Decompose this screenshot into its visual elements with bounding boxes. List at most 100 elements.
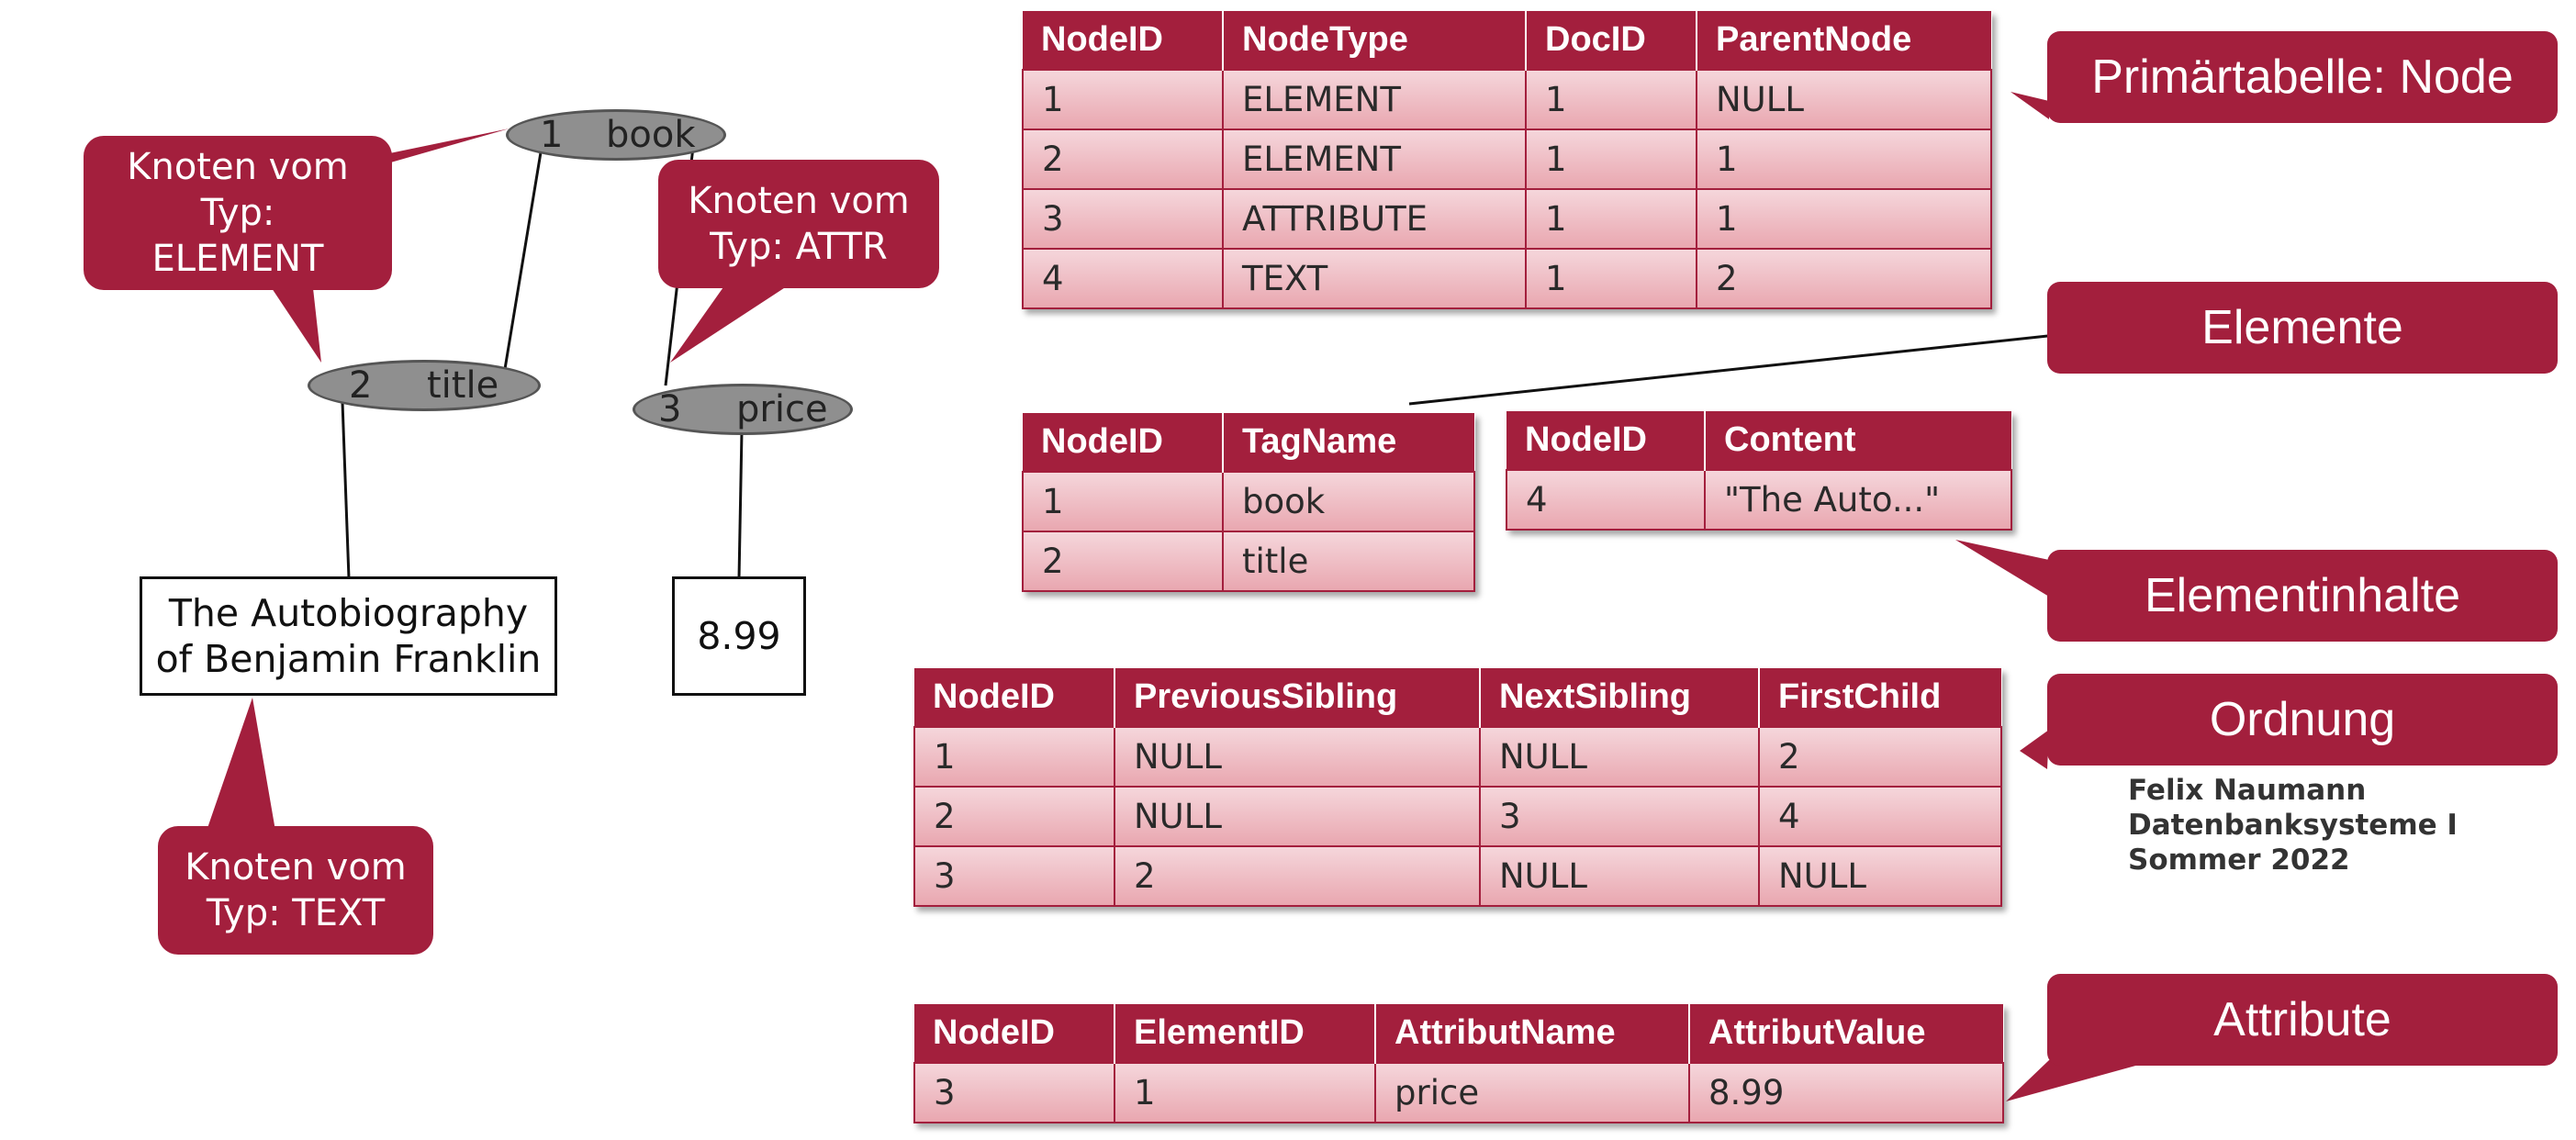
bubble-element-node: Knoten vom Typ: ELEMENT [84,136,392,290]
column-header: NodeID [914,668,1114,727]
table-header-row: NodeID ElementID AttributName AttributVa… [914,1004,2003,1063]
bubble-line: Typ: ATTR [710,226,888,268]
table-elementinhalte: NodeID Content 4 "The Auto..." [1506,411,2012,531]
bubble-tail-attr [670,285,790,363]
table-cell: 1 [1696,129,1992,190]
table-attribute: NodeID ElementID AttributName AttributVa… [913,1004,2004,1123]
table-cell: 1 [1525,248,1697,309]
table-cell: ELEMENT [1222,69,1527,130]
table-cell: 8.99 [1688,1062,2004,1123]
table-cell: 2 [1696,248,1992,309]
bubble-line: Typ: TEXT [206,892,386,934]
column-header: NodeID [1023,413,1223,472]
edge-book-title [503,146,543,370]
label-elemente: Elemente [2047,282,2558,374]
table-cell: 2 [1114,845,1481,907]
table-cell: 2 [1022,129,1224,190]
footer-course: Datenbanksysteme I [2128,809,2458,842]
footer-term: Sommer 2022 [2128,844,2350,877]
table-cell: NULL [1696,69,1992,130]
bubble-tail-text [207,698,275,831]
label-elementinhalte: Elementinhalte [2047,550,2558,642]
node-number: 3 [658,388,682,430]
bubble-line: Knoten vom [127,146,349,188]
node-label: price [736,388,828,430]
bubble-line: Typ: [200,192,275,234]
column-header: NodeType [1222,11,1526,70]
label-tail-inhalte [1955,540,2049,597]
table-cell: ELEMENT [1222,129,1527,190]
table-header-row: NodeID PreviousSibling NextSibling First… [914,668,2001,727]
edge-title-text [341,401,351,579]
footer-author: Felix Naumann [2128,774,2367,807]
table-cell: 1 [1696,188,1992,250]
node-label: book [606,114,696,156]
bubble-text-node: Knoten vom Typ: TEXT [158,826,433,955]
bubble-line: Knoten vom [688,180,910,222]
table-cell: 1 [1114,1062,1376,1123]
table-cell: 3 [913,845,1115,907]
value-leaf-box: 8.99 [672,576,806,696]
table-cell: 4 [1758,786,2002,847]
table-cell: NULL [1114,786,1481,847]
column-header: ElementID [1114,1004,1375,1063]
node-number: 1 [540,114,564,156]
table-cell: 4 [1506,469,1706,531]
table-cell: NULL [1479,726,1760,788]
table-cell: 3 [1022,188,1224,250]
column-header: DocID [1525,11,1697,70]
column-header: FirstChild [1758,668,2001,727]
table-cell: 3 [913,1062,1115,1123]
label-tail-node [2010,92,2049,119]
label-node-table: Primärtabelle: Node [2047,31,2558,123]
table-cell: 1 [913,726,1115,788]
table-elemente: NodeID TagName 1 book 2 title [1022,413,1475,592]
text-leaf-box: The Autobiography of Benjamin Franklin [140,576,557,696]
column-header: TagName [1222,413,1474,472]
value-leaf-text: 8.99 [697,614,781,658]
node-number: 2 [349,364,373,407]
table-row: 2 title [1022,531,1475,592]
column-header: AttributValue [1688,1004,2003,1063]
table-cell: 3 [1479,786,1760,847]
table-row: 1 NULL NULL 2 [913,726,2002,788]
table-node: NodeID NodeType DocID ParentNode 1 ELEME… [1022,11,1992,309]
table-header-row: NodeID NodeType DocID ParentNode [1023,11,1991,70]
column-header: NodeID [1023,11,1223,70]
label-attribute: Attribute [2047,974,2558,1066]
table-cell: NULL [1758,845,2002,907]
table-cell: 2 [913,786,1115,847]
label-ordnung: Ordnung [2047,674,2558,766]
table-cell: 1 [1525,188,1697,250]
table-cell: TEXT [1222,248,1527,309]
table-row: 1 book [1022,471,1475,532]
table-header-row: NodeID Content [1506,411,2011,470]
bubble-tail-element-lower [266,280,321,363]
pointer-elemente [1408,333,2057,406]
table-row: 3 2 NULL NULL [913,845,2002,907]
table-cell: 2 [1758,726,2002,788]
table-row: 3 1 price 8.99 [913,1062,2004,1123]
label-tail-attribute [2006,1060,2139,1101]
table-cell: NULL [1114,726,1481,788]
table-cell: 1 [1525,129,1697,190]
bubble-attr-node: Knoten vom Typ: ATTR [658,160,939,288]
table-row: 3 ATTRIBUTE 1 1 [1022,188,1992,250]
column-header: NodeID [914,1004,1114,1063]
column-header: PreviousSibling [1114,668,1480,727]
column-header: Content [1704,411,2011,470]
table-row: 2 ELEMENT 1 1 [1022,129,1992,190]
table-row: 1 ELEMENT 1 NULL [1022,69,1992,130]
text-leaf-line: of Benjamin Franklin [155,637,542,681]
table-cell: 1 [1022,69,1224,130]
table-row: 2 NULL 3 4 [913,786,2002,847]
text-leaf-line: The Autobiography [168,591,529,635]
bubble-line: Knoten vom [185,846,407,889]
tree-node-title: 2 title [308,360,541,411]
edge-price-value [737,430,744,579]
table-cell: 4 [1022,248,1224,309]
node-label: title [427,364,499,407]
tree-node-price: 3 price [633,384,853,435]
table-cell: book [1222,471,1475,532]
